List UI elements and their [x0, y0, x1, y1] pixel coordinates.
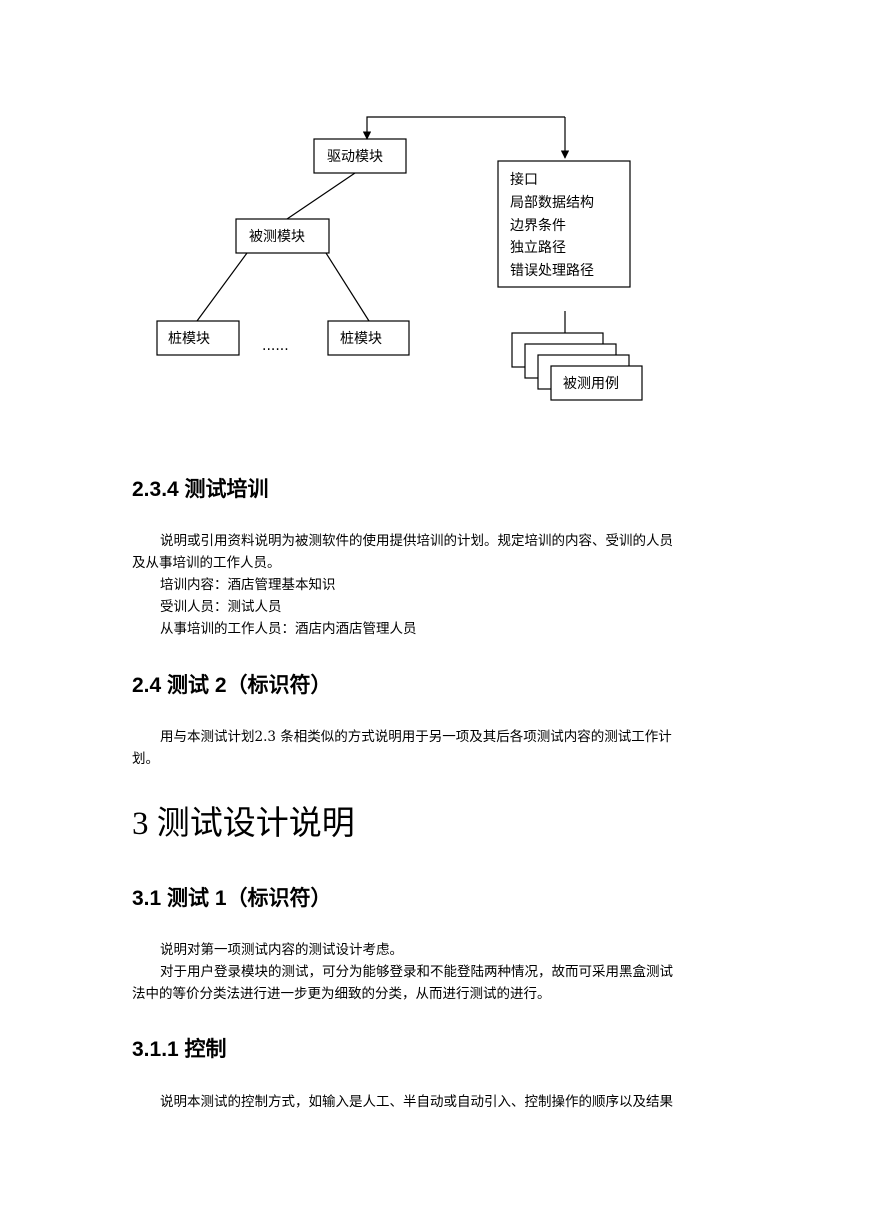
edge-undertest-stubleft	[196, 252, 248, 322]
checklist-item: 独立路径	[510, 240, 566, 256]
trainees: 受训人员：测试人员	[160, 599, 282, 615]
paragraph-line: 用与本测试计划2.3 条相类似的方式说明用于另一项及其后各项测试内容的测试工作计	[160, 729, 672, 745]
paragraph-line: 说明或引用资料说明为被测软件的使用提供培训的计划。规定培训的内容、受训的人员	[160, 533, 673, 549]
test-cases-label: 被测用例	[563, 376, 619, 392]
paragraph-line: 划。	[132, 751, 159, 767]
paragraph-line: 说明本测试的控制方式，如输入是人工、半自动或自动引入、控制操作的顺序以及结果	[160, 1094, 673, 1110]
stub-module-left-box	[156, 320, 240, 356]
paragraph-line: 及从事培训的工作人员。	[132, 555, 281, 571]
section-heading-3-1: 3.1 测试 1（标识符）	[132, 887, 332, 910]
connector-arrow-to-driver	[362, 116, 565, 140]
stub-module-right-box	[327, 320, 410, 356]
stub-right-label: 桩模块	[340, 330, 382, 347]
under-test-module-label: 被测模块	[249, 229, 305, 245]
section-2-4-body: 用与本测试计划2.3 条相类似的方式说明用于另一项及其后各项测试内容的测试工作计…	[132, 726, 738, 770]
driver-module-box	[313, 138, 407, 174]
chapter-heading-3: 3 测试设计说明	[132, 806, 355, 842]
section-heading-3-1-1: 3.1.1 控制	[132, 1038, 227, 1061]
edge-driver-undertest	[286, 172, 356, 220]
checklist-item: 局部数据结构	[510, 195, 594, 211]
checklist-box	[497, 160, 631, 288]
checklist-item: 错误处理路径	[510, 263, 594, 279]
trainers: 从事培训的工作人员：酒店内酒店管理人员	[160, 621, 417, 637]
section-heading-2-4: 2.4 测试 2（标识符）	[132, 674, 332, 697]
paragraph-line: 法中的等价分类法进行进一步更为细致的分类，从而进行测试的进行。	[132, 986, 551, 1002]
test-case-stack-4	[550, 365, 643, 401]
checklist-item: 边界条件	[510, 217, 566, 234]
under-test-module-box	[235, 218, 330, 254]
section-2-3-4-body: 说明或引用资料说明为被测软件的使用提供培训的计划。规定培训的内容、受训的人员 及…	[132, 530, 738, 640]
unit-test-diagram: 驱动模块 被测模块 桩模块 桩模块 ...... 接口 局部数据结构 边界条件 …	[156, 116, 643, 401]
section-heading-2-3-4: 2.3.4 测试培训	[132, 478, 269, 501]
driver-module-label: 驱动模块	[327, 149, 383, 165]
section-3-1-1-body: 说明本测试的控制方式，如输入是人工、半自动或自动引入、控制操作的顺序以及结果	[132, 1091, 738, 1113]
paragraph-line: 对于用户登录模块的测试，可分为能够登录和不能登陆两种情况，故而可采用黑盒测试	[160, 964, 673, 980]
training-content: 培训内容：酒店管理基本知识	[160, 577, 336, 593]
edge-undertest-stubright	[325, 252, 370, 322]
section-3-1-body: 说明对第一项测试内容的测试设计考虑。 对于用户登录模块的测试，可分为能够登录和不…	[132, 939, 738, 1005]
ellipsis: ......	[262, 338, 289, 354]
checklist-item: 接口	[510, 171, 538, 188]
paragraph-line: 说明对第一项测试内容的测试设计考虑。	[160, 942, 403, 958]
stub-left-label: 桩模块	[168, 330, 210, 347]
